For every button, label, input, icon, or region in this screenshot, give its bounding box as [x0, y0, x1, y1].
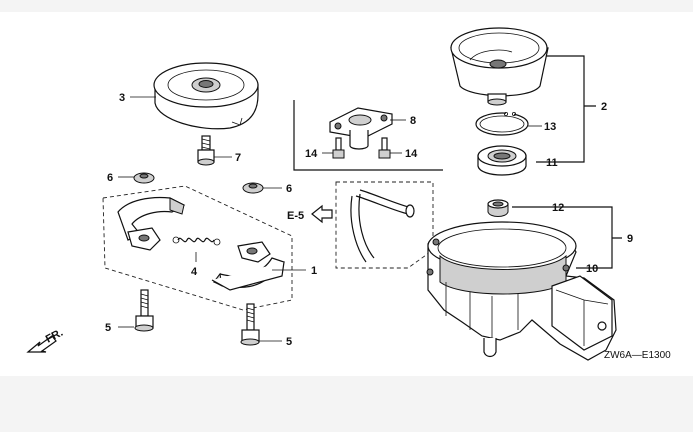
label-part-14-right: 14 — [405, 148, 418, 160]
bolt-5-right — [240, 303, 260, 346]
clutch-drum-part — [153, 62, 259, 130]
leader-lines — [118, 96, 542, 342]
tube-boundary — [335, 181, 434, 269]
nut-6-right — [242, 182, 264, 194]
bolt-7 — [197, 135, 215, 166]
label-part-6-right: 6 — [286, 183, 292, 195]
label-part-8: 8 — [410, 115, 416, 127]
part-2-bracket — [536, 55, 596, 163]
label-part-14-left: 14 — [305, 148, 318, 160]
label-part-13: 13 — [544, 121, 556, 133]
clutch-spring — [172, 236, 221, 246]
label-part-5-right: 5 — [286, 336, 292, 348]
label-part-12: 12 — [552, 202, 564, 214]
bolt-5-left — [134, 289, 154, 332]
label-part-7: 7 — [235, 152, 241, 164]
label-part-4: 4 — [191, 266, 198, 278]
nut-6-left — [133, 172, 155, 184]
label-part-11: 11 — [546, 157, 558, 169]
diagram-code: ZW6A—E1300 — [604, 350, 671, 361]
label-part-6-left: 6 — [107, 172, 113, 184]
label-part-3: 3 — [119, 92, 125, 104]
clutch-shoe-lower — [211, 241, 286, 291]
snap-ring-13 — [475, 110, 529, 136]
label-part-10: 10 — [586, 263, 598, 275]
bearing-holder-8 — [329, 107, 393, 150]
breather-tube — [350, 189, 415, 263]
label-part-2: 2 — [601, 101, 607, 113]
reference-label: E-5 — [287, 210, 304, 222]
screw-14-right — [378, 137, 391, 159]
outer-drum-2 — [450, 27, 549, 106]
clutch-shoe-upper — [117, 196, 186, 251]
gear-case-10 — [426, 221, 617, 361]
part-8-bracket — [293, 100, 443, 171]
label-part-1: 1 — [311, 265, 317, 277]
front-arrow-icon — [26, 335, 57, 353]
reference-arrow — [311, 204, 333, 224]
screw-14-left — [332, 137, 345, 159]
part-9-bracket — [512, 206, 622, 269]
label-part-5-left: 5 — [105, 322, 111, 334]
oil-seal-12 — [487, 199, 509, 217]
bearing-11 — [477, 145, 527, 176]
label-part-9: 9 — [627, 233, 633, 245]
